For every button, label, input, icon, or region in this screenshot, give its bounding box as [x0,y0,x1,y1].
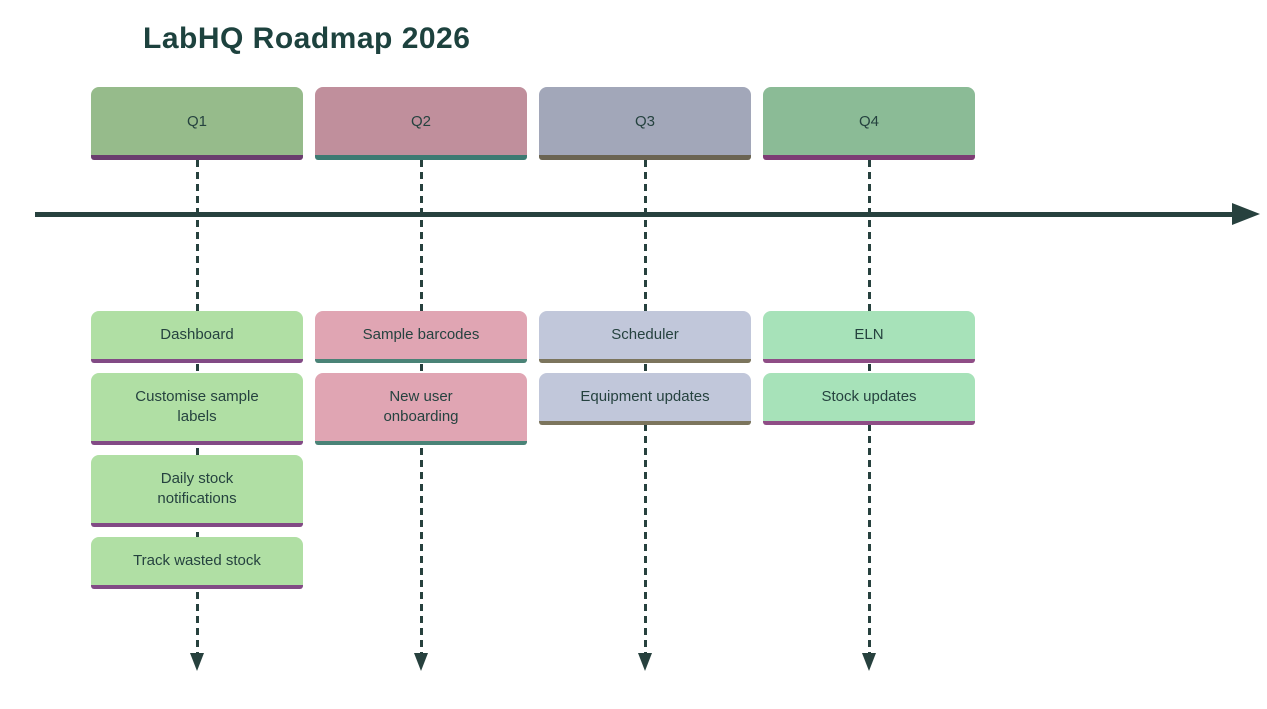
quarter-header-q4: Q4 [763,87,975,160]
task-card: Equipment updates [539,373,751,425]
down-arrow-icon [190,653,204,671]
column-q4: Q4 ELN Stock updates [763,87,975,687]
quarter-header-q3: Q3 [539,87,751,160]
down-arrow-icon [862,653,876,671]
down-arrow-icon [638,653,652,671]
timeline-axis [35,212,1232,217]
task-card: Sample barcodes [315,311,527,363]
task-card: New user onboarding [315,373,527,445]
task-card: Stock updates [763,373,975,425]
task-card: Customise sample labels [91,373,303,445]
page-title: LabHQ Roadmap 2026 [143,22,471,55]
quarter-header-q1: Q1 [91,87,303,160]
task-card: Track wasted stock [91,537,303,589]
quarter-header-q2: Q2 [315,87,527,160]
task-card: ELN [763,311,975,363]
down-arrow-icon [414,653,428,671]
task-card: Daily stock notifications [91,455,303,527]
timeline-arrowhead-icon [1232,203,1260,225]
task-card: Dashboard [91,311,303,363]
task-list-q4: ELN Stock updates [763,311,975,425]
task-card: Scheduler [539,311,751,363]
